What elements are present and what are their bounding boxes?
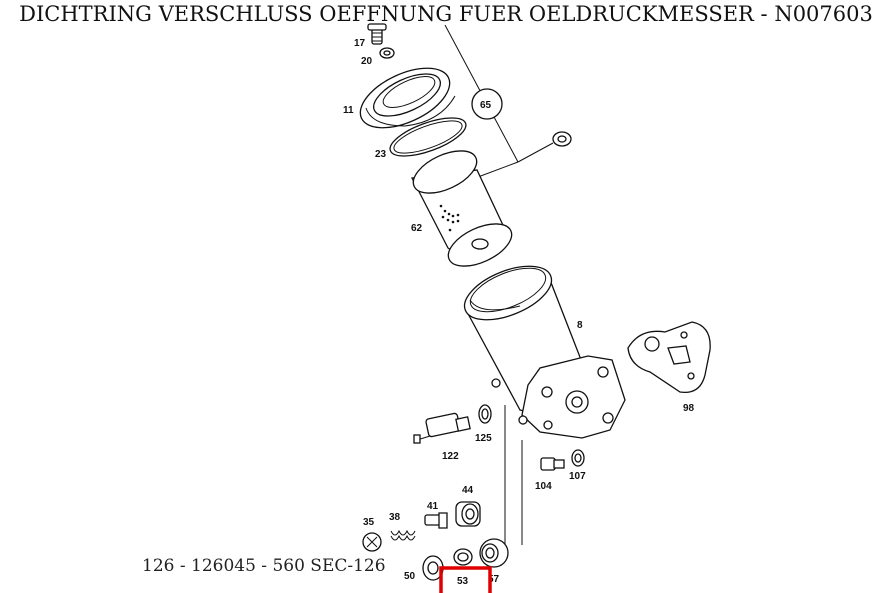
label-53: 53 bbox=[457, 576, 469, 587]
bolt-17[interactable] bbox=[367, 23, 387, 45]
filter-element-62[interactable] bbox=[407, 142, 518, 275]
diagram-title: DICHTRING VERSCHLUSS OEFFNUNG FUER OELDR… bbox=[19, 2, 873, 26]
callout-65[interactable]: 65 bbox=[471, 88, 503, 120]
label-23: 23 bbox=[375, 149, 387, 160]
label-107: 107 bbox=[569, 471, 586, 482]
label-50: 50 bbox=[404, 571, 416, 582]
filter-cover-11[interactable] bbox=[351, 56, 458, 140]
bolt-104[interactable] bbox=[540, 457, 565, 471]
filter-housing-8[interactable] bbox=[457, 255, 626, 439]
label-65: 65 bbox=[480, 100, 492, 111]
plug-44[interactable] bbox=[455, 501, 481, 527]
clip-35[interactable] bbox=[362, 532, 382, 552]
seal-ring[interactable] bbox=[552, 131, 572, 147]
seal-125[interactable] bbox=[478, 404, 492, 424]
label-122: 122 bbox=[442, 451, 459, 462]
label-44: 44 bbox=[462, 485, 474, 496]
highlight-box-53 bbox=[439, 566, 492, 593]
label-11: 11 bbox=[343, 105, 354, 116]
plug-57[interactable] bbox=[479, 538, 509, 568]
label-104: 104 bbox=[535, 481, 552, 492]
label-62: 62 bbox=[411, 223, 423, 234]
label-41: 41 bbox=[427, 501, 439, 512]
valve-41[interactable] bbox=[424, 512, 448, 529]
gasket-98[interactable] bbox=[627, 321, 711, 394]
label-125: 125 bbox=[475, 433, 492, 444]
washer-107[interactable] bbox=[571, 449, 585, 467]
label-98: 98 bbox=[683, 403, 695, 414]
washer-20[interactable] bbox=[379, 47, 395, 59]
label-35: 35 bbox=[363, 517, 375, 528]
label-17: 17 bbox=[354, 38, 366, 49]
filter-pleat-dots bbox=[439, 204, 460, 232]
label-20: 20 bbox=[361, 56, 373, 67]
label-8: 8 bbox=[577, 320, 583, 331]
spring-38[interactable] bbox=[390, 529, 416, 541]
seal-ring-53[interactable] bbox=[453, 548, 473, 566]
oil-pressure-sender-122[interactable] bbox=[413, 412, 471, 444]
label-57: 57 bbox=[488, 574, 500, 585]
label-38: 38 bbox=[389, 512, 401, 523]
o-ring-23[interactable] bbox=[386, 110, 471, 164]
diagram-footer: 126 - 126045 - 560 SEC-126 bbox=[142, 556, 386, 576]
